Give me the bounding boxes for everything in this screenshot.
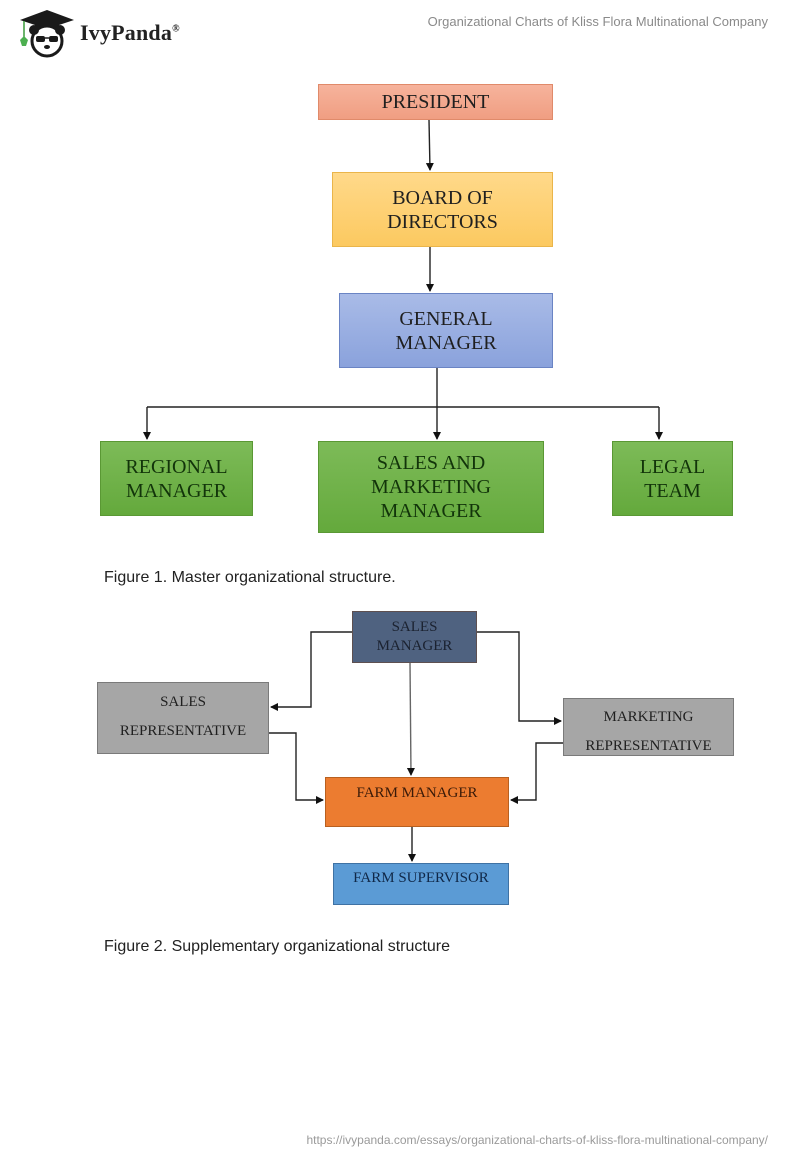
- node-label-line: MANAGER: [380, 500, 482, 522]
- node-label-line: REPRESENTATIVE: [119, 723, 247, 740]
- node-label-line: BOARD OF: [392, 186, 493, 209]
- node-label: FARM MANAGER: [356, 785, 478, 801]
- document-title: Organizational Charts of Kliss Flora Mul…: [427, 14, 768, 29]
- node-sales-manager: SALES MANAGER: [352, 611, 477, 663]
- node-label: FARM SUPERVISOR: [353, 870, 489, 886]
- node-marketing-representative: MARKETING REPRESENTATIVE: [563, 698, 734, 756]
- node-label-line: MANAGER: [125, 479, 228, 502]
- node-label-line: REGIONAL: [125, 455, 228, 478]
- brand-text: IvyPanda: [80, 20, 173, 45]
- node-label-line: MARKETING: [371, 476, 491, 498]
- edge-salesrep-farmmgr: [269, 732, 324, 804]
- node-label-line: MANAGER: [395, 331, 497, 354]
- edge-salesmgr-salesrep: [270, 631, 352, 711]
- edge-salesmgr-farmmgr: [406, 662, 415, 776]
- node-label: PRESIDENT: [381, 91, 490, 113]
- node-label-line: MANAGER: [376, 637, 453, 654]
- node-farm-manager: FARM MANAGER: [325, 777, 509, 827]
- node-label-line: MARKETING: [603, 709, 694, 725]
- node-label-line: TEAM: [644, 479, 701, 502]
- edge-mktrep-farmmgr: [510, 742, 563, 804]
- edge-president-board: [425, 119, 434, 171]
- figure-2-caption: Figure 2. Supplementary organizational s…: [104, 938, 450, 955]
- edge-salesmgr-mktrep: [477, 631, 562, 725]
- node-president: PRESIDENT: [318, 84, 553, 120]
- brand-logo[interactable]: IvyPanda®: [18, 8, 198, 58]
- registered-mark: ®: [172, 23, 180, 35]
- node-label-line: SALES: [391, 619, 438, 635]
- source-url[interactable]: https://ivypanda.com/essays/organization…: [306, 1133, 768, 1147]
- node-legal-team: LEGAL TEAM: [612, 441, 733, 516]
- node-label-line: LEGAL: [639, 455, 706, 478]
- node-label-line: SALES AND: [376, 452, 486, 474]
- node-label-line: GENERAL: [399, 307, 493, 330]
- node-label-line: REPRESENTATIVE: [585, 738, 712, 755]
- node-board-of-directors: BOARD OF DIRECTORS: [332, 172, 553, 247]
- node-farm-supervisor: FARM SUPERVISOR: [333, 863, 509, 905]
- node-label-line: SALES: [160, 694, 206, 710]
- node-regional-manager: REGIONAL MANAGER: [100, 441, 253, 516]
- node-sales-and-marketing-manager: SALES AND MARKETING MANAGER: [318, 441, 544, 533]
- panda-graduate-icon: [20, 10, 74, 58]
- brand-name: IvyPanda®: [80, 20, 180, 46]
- node-sales-representative: SALES REPRESENTATIVE: [97, 682, 269, 754]
- node-label-line: DIRECTORS: [387, 210, 498, 233]
- node-general-manager: GENERAL MANAGER: [339, 293, 553, 368]
- figure-1-caption: Figure 1. Master organizational structur…: [104, 569, 396, 586]
